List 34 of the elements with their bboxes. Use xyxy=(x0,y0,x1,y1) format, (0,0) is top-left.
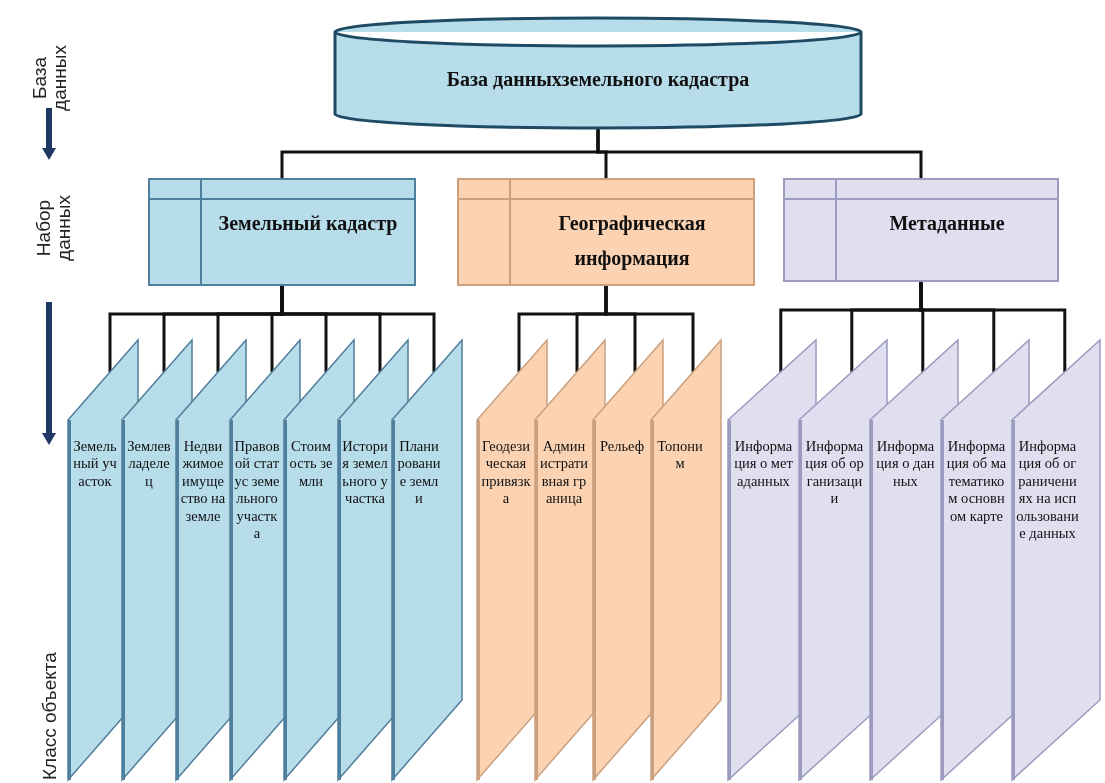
card-label: Административная граница xyxy=(539,438,589,508)
card-label: Землевладелец xyxy=(126,438,172,491)
box-label: Земельный кадастр xyxy=(217,211,399,237)
object-class-card xyxy=(1012,340,1100,780)
card-label: Геодезическая привязка xyxy=(481,438,531,508)
level-label: База данных xyxy=(30,44,70,113)
connector-line xyxy=(280,286,436,372)
level-label: Набор данных xyxy=(34,194,74,263)
level-label: Класс объекта xyxy=(40,652,60,780)
dataset-box xyxy=(783,178,1059,282)
dataset-box xyxy=(148,178,416,286)
card-label: Недвижимое имущество на земле xyxy=(180,438,226,525)
card-label: Правовой статус земельного участка xyxy=(234,438,280,543)
node-title: База данныхземельного кадастра xyxy=(445,68,751,91)
object-class-card xyxy=(392,340,462,780)
card-label: Информация о данных xyxy=(875,438,936,491)
connector-line xyxy=(604,286,695,372)
box-label: Географическая информация xyxy=(557,211,707,272)
card-label: Рельеф xyxy=(598,438,646,456)
card-label: Земельный участок xyxy=(72,438,118,491)
card-label: Информация об ограничениях на использование данных xyxy=(1016,438,1079,543)
card-label: Стоимость земли xyxy=(288,438,334,491)
card-label: Информация о метаданных xyxy=(733,438,794,491)
box-label: Метаданные xyxy=(888,211,1006,236)
card-label: История земельного участка xyxy=(342,438,388,508)
connector-line xyxy=(596,128,923,178)
card-label: Информация об математиком основном карте xyxy=(945,438,1008,525)
object-class-card xyxy=(651,340,721,780)
dataset-box xyxy=(457,178,755,286)
connector-line xyxy=(919,282,1067,372)
card-label: Топоним xyxy=(656,438,704,473)
card-label: Информация об организации xyxy=(804,438,865,508)
card-label: Планирование земли xyxy=(396,438,442,508)
database-cylinder xyxy=(333,18,863,128)
